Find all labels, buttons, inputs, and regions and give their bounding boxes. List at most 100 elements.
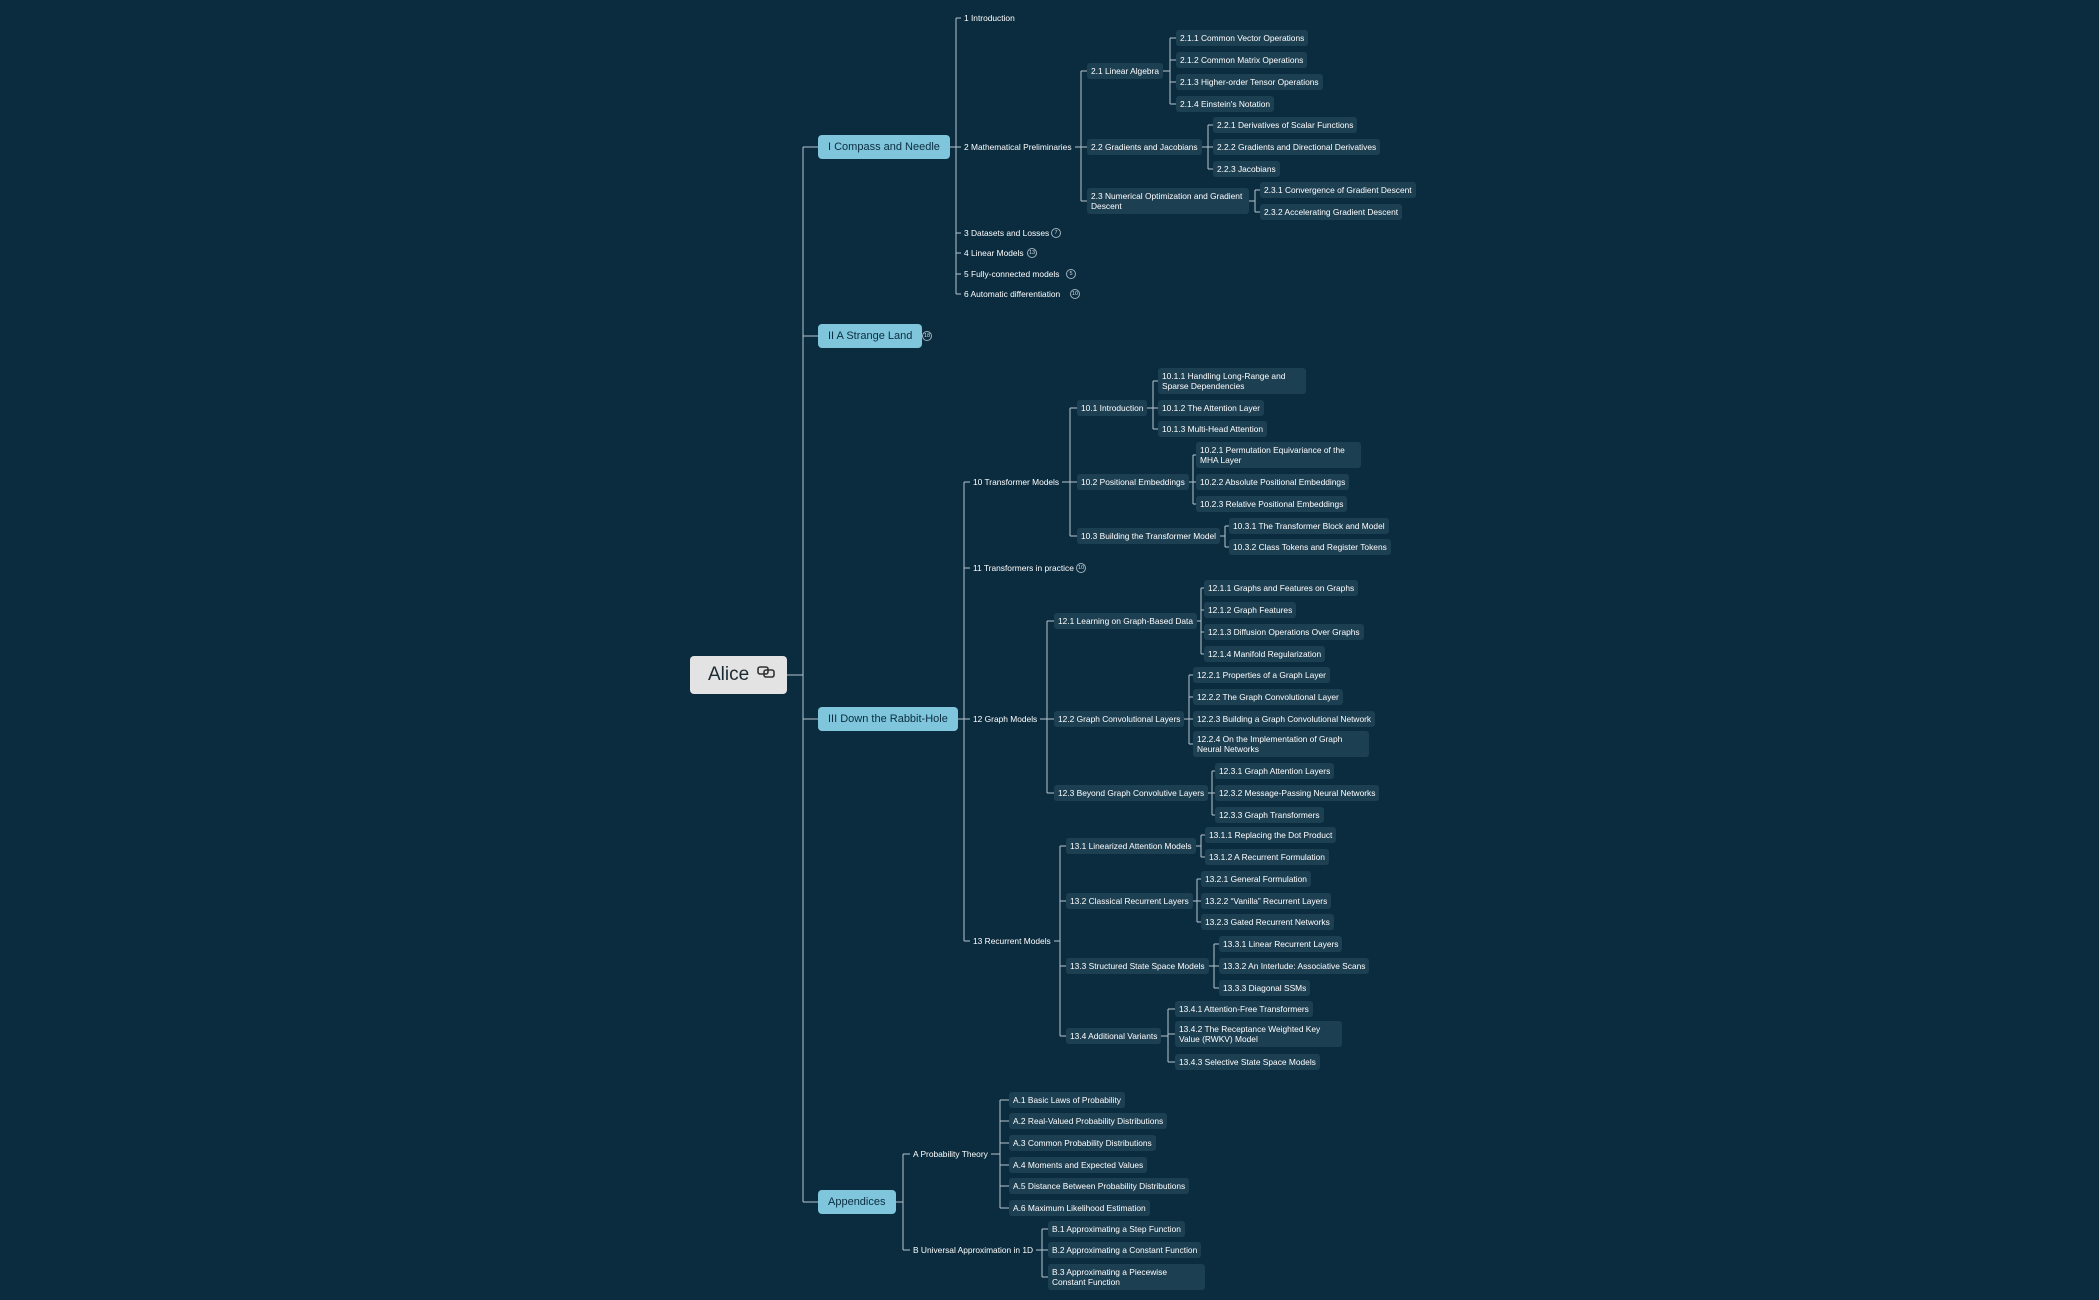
mindmap-node-s1013[interactable]: 10.1.3 Multi-Head Attention — [1158, 421, 1268, 437]
mindmap-node-s1323[interactable]: 13.2.3 Gated Recurrent Networks — [1201, 914, 1334, 930]
mindmap-node-sA5[interactable]: A.5 Distance Between Probability Distrib… — [1009, 1178, 1190, 1194]
root-node[interactable]: Alice — [690, 654, 788, 694]
mindmap-node-s1331[interactable]: 13.3.1 Linear Recurrent Layers — [1219, 936, 1343, 952]
mindmap-node-c11[interactable]: 11 Transformers in practice — [970, 560, 1077, 576]
mindmap-node-s1222[interactable]: 12.2.2 The Graph Convolutional Layer — [1193, 689, 1343, 705]
mindmap-node-c4[interactable]: 4 Linear Models — [961, 245, 1027, 261]
mindmap-node-s122[interactable]: 12.2 Graph Convolutional Layers — [1054, 711, 1185, 727]
node-label: 10.1.3 Multi-Head Attention — [1162, 424, 1264, 434]
mindmap-node-s101[interactable]: 10.1 Introduction — [1077, 400, 1148, 416]
node-label: 12.1.2 Graph Features — [1208, 605, 1293, 615]
mindmap-node-s132[interactable]: 13.2 Classical Recurrent Layers — [1066, 893, 1193, 909]
mindmap-node-s133[interactable]: 13.3 Structured State Space Models — [1066, 958, 1209, 974]
collapsed-count-badge[interactable]: 10 — [1076, 563, 1086, 573]
mindmap-node-s1342[interactable]: 13.4.2 The Receptance Weighted Key Value… — [1175, 1021, 1342, 1047]
mindmap-node-sB3[interactable]: B.3 Approximating a Piecewise Constant F… — [1048, 1264, 1205, 1290]
mindmap-node-s1332[interactable]: 13.3.2 An Interlude: Associative Scans — [1219, 958, 1370, 974]
mindmap-node-p1[interactable]: I Compass and Needle — [818, 135, 950, 159]
mindmap-node-s213[interactable]: 2.1.3 Higher-order Tensor Operations — [1176, 74, 1323, 90]
mindmap-node-c1[interactable]: 1 Introduction — [961, 10, 1018, 26]
mindmap-node-s103[interactable]: 10.3 Building the Transformer Model — [1077, 528, 1221, 544]
mindmap-node-s1343[interactable]: 13.4.3 Selective State Space Models — [1175, 1054, 1320, 1070]
mindmap-node-s221[interactable]: 2.2.1 Derivatives of Scalar Functions — [1213, 117, 1358, 133]
mindmap-node-sA4[interactable]: A.4 Moments and Expected Values — [1009, 1157, 1148, 1173]
mindmap-node-s1223[interactable]: 12.2.3 Building a Graph Convolutional Ne… — [1193, 711, 1376, 727]
mindmap-node-s211[interactable]: 2.1.1 Common Vector Operations — [1176, 30, 1309, 46]
mindmap-node-s214[interactable]: 2.1.4 Einstein's Notation — [1176, 96, 1275, 112]
mindmap-node-s134[interactable]: 13.4 Additional Variants — [1066, 1028, 1162, 1044]
mindmap-node-s223[interactable]: 2.2.3 Jacobians — [1213, 161, 1280, 177]
node-label: 13.2.3 Gated Recurrent Networks — [1205, 917, 1330, 927]
mindmap-node-sA3[interactable]: A.3 Common Probability Distributions — [1009, 1135, 1156, 1151]
node-label: 13.4.1 Attention-Free Transformers — [1179, 1004, 1309, 1014]
mindmap-node-s22[interactable]: 2.2 Gradients and Jacobians — [1087, 139, 1202, 155]
node-label: B.1 Approximating a Step Function — [1052, 1224, 1181, 1234]
node-label: 10.1.2 The Attention Layer — [1162, 403, 1261, 413]
mindmap-node-cA[interactable]: A Probability Theory — [910, 1146, 991, 1162]
mindmap-node-sA6[interactable]: A.6 Maximum Likelihood Estimation — [1009, 1200, 1150, 1216]
node-label: 2.2.3 Jacobians — [1217, 164, 1276, 174]
mindmap-node-s1023[interactable]: 10.2.3 Relative Positional Embeddings — [1196, 496, 1348, 512]
collapsed-count-badge[interactable]: 13 — [1027, 248, 1037, 258]
mindmap-node-s123[interactable]: 12.3 Beyond Graph Convolutive Layers — [1054, 785, 1209, 801]
mindmap-node-s1333[interactable]: 13.3.3 Diagonal SSMs — [1219, 980, 1311, 996]
mindmap-node-s1321[interactable]: 13.2.1 General Formulation — [1201, 871, 1311, 887]
node-label: B.2 Approximating a Constant Function — [1052, 1245, 1198, 1255]
mindmap-node-s212[interactable]: 2.1.2 Common Matrix Operations — [1176, 52, 1308, 68]
mindmap-node-s1031[interactable]: 10.3.1 The Transformer Block and Model — [1229, 518, 1389, 534]
mindmap-node-cB[interactable]: B Universal Approximation in 1D — [910, 1242, 1036, 1258]
mindmap-node-s1214[interactable]: 12.1.4 Manifold Regularization — [1204, 646, 1326, 662]
node-label: 12.1 Learning on Graph-Based Data — [1058, 616, 1194, 626]
mindmap-node-s222[interactable]: 2.2.2 Gradients and Directional Derivati… — [1213, 139, 1381, 155]
collapsed-count-badge[interactable]: 18 — [922, 331, 932, 341]
mindmap-node-sA2[interactable]: A.2 Real-Valued Probability Distribution… — [1009, 1113, 1168, 1129]
mindmap-node-s1231[interactable]: 12.3.1 Graph Attention Layers — [1215, 763, 1335, 779]
mindmap-node-s121[interactable]: 12.1 Learning on Graph-Based Data — [1054, 613, 1198, 629]
mindmap-node-s1232[interactable]: 12.3.2 Message-Passing Neural Networks — [1215, 785, 1380, 801]
mindmap-node-s1322[interactable]: 13.2.2 “Vanilla” Recurrent Layers — [1201, 893, 1332, 909]
mindmap-node-s21[interactable]: 2.1 Linear Algebra — [1087, 63, 1163, 79]
mindmap-node-s131[interactable]: 13.1 Linearized Attention Models — [1066, 838, 1196, 854]
mindmap-node-s1011[interactable]: 10.1.1 Handling Long-Range and Sparse De… — [1158, 368, 1306, 394]
collapsed-count-badge[interactable]: 7 — [1051, 228, 1061, 238]
mindmap-node-p3[interactable]: III Down the Rabbit-Hole — [818, 707, 958, 731]
mindmap-node-s1211[interactable]: 12.1.1 Graphs and Features on Graphs — [1204, 580, 1359, 596]
mindmap-node-s1341[interactable]: 13.4.1 Attention-Free Transformers — [1175, 1001, 1313, 1017]
mindmap-node-s1213[interactable]: 12.1.3 Diffusion Operations Over Graphs — [1204, 624, 1364, 640]
node-label: 13.2.1 General Formulation — [1205, 874, 1307, 884]
node-label: A.1 Basic Laws of Probability — [1013, 1095, 1121, 1105]
mindmap-node-s232[interactable]: 2.3.2 Accelerating Gradient Descent — [1260, 204, 1403, 220]
mindmap-node-c13[interactable]: 13 Recurrent Models — [970, 933, 1054, 949]
collapsed-count-badge[interactable]: 10 — [1070, 289, 1080, 299]
node-label: 13.4 Additional Variants — [1070, 1031, 1158, 1041]
mindmap-node-s23[interactable]: 2.3 Numerical Optimization and Gradient … — [1087, 188, 1249, 214]
mindmap-node-s1032[interactable]: 10.3.2 Class Tokens and Register Tokens — [1229, 539, 1391, 555]
mindmap-node-s1022[interactable]: 10.2.2 Absolute Positional Embeddings — [1196, 474, 1350, 490]
mindmap-node-sB1[interactable]: B.1 Approximating a Step Function — [1048, 1221, 1185, 1237]
mindmap-node-s1311[interactable]: 13.1.1 Replacing the Dot Product — [1205, 827, 1337, 843]
mindmap-node-c5[interactable]: 5 Fully-connected models — [961, 266, 1062, 282]
collapsed-count-badge[interactable]: 5 — [1066, 269, 1076, 279]
mindmap-node-c2[interactable]: 2 Mathematical Preliminaries — [961, 139, 1075, 155]
mindmap-node-s102[interactable]: 10.2 Positional Embeddings — [1077, 474, 1189, 490]
mindmap-node-s1021[interactable]: 10.2.1 Permutation Equivariance of the M… — [1196, 442, 1361, 468]
linked-map-icon[interactable] — [757, 654, 775, 692]
mindmap-node-s1233[interactable]: 12.3.3 Graph Transformers — [1215, 807, 1324, 823]
mindmap-node-c12[interactable]: 12 Graph Models — [970, 711, 1040, 727]
mindmap-node-c3[interactable]: 3 Datasets and Losses — [961, 225, 1052, 241]
mindmap-node-p4[interactable]: Appendices — [818, 1190, 896, 1214]
mindmap-node-s1224[interactable]: 12.2.4 On the Implementation of Graph Ne… — [1193, 731, 1369, 757]
mindmap-node-sA1[interactable]: A.1 Basic Laws of Probability — [1009, 1092, 1125, 1108]
node-label: 10.2.3 Relative Positional Embeddings — [1200, 499, 1344, 509]
mindmap-node-s1212[interactable]: 12.1.2 Graph Features — [1204, 602, 1297, 618]
mindmap-node-c10[interactable]: 10 Transformer Models — [970, 474, 1062, 490]
node-label: 13.2.2 “Vanilla” Recurrent Layers — [1205, 896, 1328, 906]
mindmap-node-s231[interactable]: 2.3.1 Convergence of Gradient Descent — [1260, 182, 1416, 198]
node-label: 12.2.1 Properties of a Graph Layer — [1197, 670, 1326, 680]
mindmap-node-s1012[interactable]: 10.1.2 The Attention Layer — [1158, 400, 1265, 416]
mindmap-node-sB2[interactable]: B.2 Approximating a Constant Function — [1048, 1242, 1202, 1258]
mindmap-node-c6[interactable]: 6 Automatic differentiation — [961, 286, 1063, 302]
mindmap-node-s1312[interactable]: 13.1.2 A Recurrent Formulation — [1205, 849, 1329, 865]
mindmap-node-s1221[interactable]: 12.2.1 Properties of a Graph Layer — [1193, 667, 1330, 683]
mindmap-node-p2[interactable]: II A Strange Land — [818, 324, 923, 348]
